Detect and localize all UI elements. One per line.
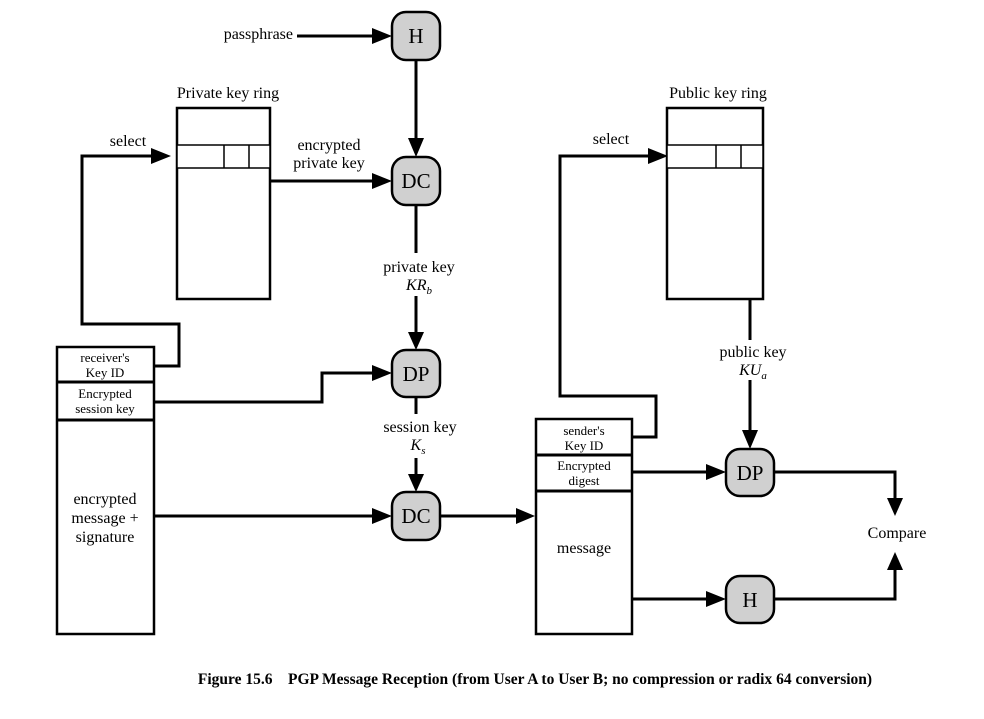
arrowhead xyxy=(408,474,424,492)
receiver-key-id-line2: Key ID xyxy=(86,365,125,380)
arrowhead xyxy=(372,508,392,524)
left-body-line2: message + xyxy=(71,510,138,527)
private-key-ring-label: Private key ring xyxy=(177,85,279,102)
node-dc-top: DC xyxy=(390,155,442,207)
node-dc-top-shape xyxy=(390,155,442,207)
kr-sub: b xyxy=(426,285,432,297)
node-dc-bottom: DC xyxy=(390,490,442,542)
left-message-box xyxy=(55,345,156,636)
node-dp-right-shape xyxy=(724,447,776,498)
node-h-right-label: H xyxy=(742,588,757,612)
arrowhead xyxy=(372,28,392,44)
arrowhead xyxy=(151,148,171,164)
public-key-label: public key xyxy=(719,344,786,361)
node-h-right: H xyxy=(724,574,776,625)
kr-b-label: KRb xyxy=(405,277,432,297)
node-dp-mid-label: DP xyxy=(403,362,430,386)
receiver-key-id-line1: receiver's xyxy=(80,350,129,365)
public-key-ring xyxy=(665,106,765,301)
enc-session-key-line2: session key xyxy=(75,401,135,416)
sender-key-id-line2: Key ID xyxy=(565,438,604,453)
arrowhead xyxy=(742,430,758,449)
node-dp-mid: DP xyxy=(390,348,442,399)
right-body: message xyxy=(557,540,611,557)
passphrase-label: passphrase xyxy=(224,26,293,43)
enc-digest-line2: digest xyxy=(568,473,599,488)
session-key-label: session key xyxy=(383,419,456,436)
enc-session-key-line1: Encrypted xyxy=(78,386,132,401)
arrowhead xyxy=(887,498,903,516)
left-message-block: receiver's Key ID Encrypted session key … xyxy=(55,345,156,636)
kr-main: KR xyxy=(405,277,427,294)
left-body-line3: signature xyxy=(76,529,135,546)
node-dp-right-label: DP xyxy=(737,461,764,485)
arrowhead xyxy=(706,591,726,607)
ku-a-label: KUa xyxy=(738,362,767,382)
encrypted-private-key-line1: encrypted xyxy=(297,137,360,154)
arrowhead xyxy=(516,508,535,524)
select-label-left: select xyxy=(110,133,147,150)
node-h-top-shape xyxy=(390,10,442,62)
right-message-block: sender's Key ID Encrypted digest message xyxy=(534,417,634,636)
node-dp-right: DP xyxy=(724,447,776,498)
compare-label: Compare xyxy=(868,525,927,542)
left-body-line1: encrypted xyxy=(73,491,136,508)
arrow-h-to-compare xyxy=(774,570,897,601)
node-dc-top-label: DC xyxy=(401,169,430,193)
arrowhead xyxy=(372,365,392,381)
arrowhead xyxy=(706,464,726,480)
select-label-right: select xyxy=(593,131,630,148)
encrypted-private-key-line2: private key xyxy=(293,155,365,172)
node-h-top: H xyxy=(390,10,442,62)
arrowhead xyxy=(408,332,424,350)
node-h-top-label: H xyxy=(408,24,423,48)
private-key-ring-box xyxy=(175,106,272,301)
figure-caption: Figure 15.6 PGP Message Reception (from … xyxy=(198,671,872,688)
arrowhead xyxy=(648,148,668,164)
arrow-receiver-key-id-select xyxy=(80,154,181,368)
node-dc-bottom-label: DC xyxy=(401,504,430,528)
arrow-dp-to-compare xyxy=(774,470,897,498)
private-key-label: private key xyxy=(383,259,455,276)
private-key-ring xyxy=(175,106,272,301)
node-h-right-shape xyxy=(724,574,776,625)
arrowhead xyxy=(887,552,903,570)
arrowhead xyxy=(372,173,392,189)
arrow-sender-key-id-select xyxy=(558,154,658,439)
arrowhead xyxy=(408,138,424,157)
arrow-session-key-to-dp xyxy=(154,371,372,404)
public-key-ring-box xyxy=(665,106,765,301)
ku-main: KU xyxy=(738,362,763,379)
public-key-ring-label: Public key ring xyxy=(669,85,767,102)
sender-key-id-line1: sender's xyxy=(563,423,604,438)
ku-sub: a xyxy=(761,370,767,382)
node-dp-mid-shape xyxy=(390,348,442,399)
node-dc-bottom-shape xyxy=(390,490,442,542)
ks-main: K xyxy=(410,437,423,454)
public-key-ring-row xyxy=(666,144,764,169)
ks-sub: s xyxy=(421,445,425,457)
ks-label: Ks xyxy=(410,437,426,457)
enc-digest-line1: Encrypted xyxy=(557,458,611,473)
